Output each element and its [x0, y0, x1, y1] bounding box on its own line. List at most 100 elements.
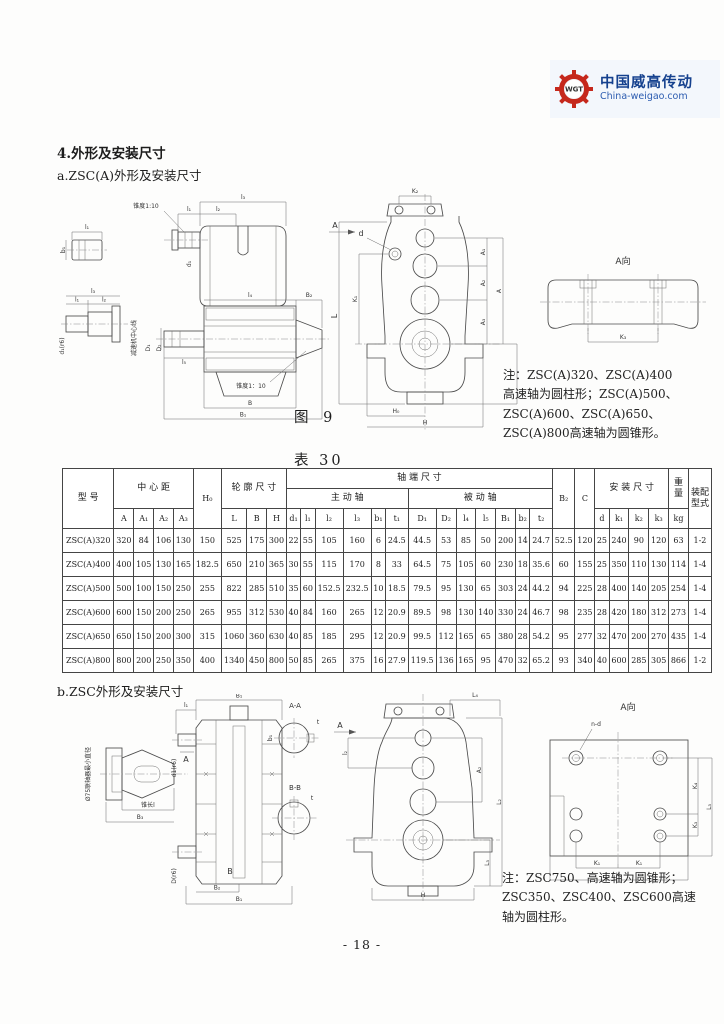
col-header-driven-shaft: 被 动 轴 [407, 488, 553, 509]
dim-C: C [510, 372, 517, 376]
value-cell: 1340 [220, 648, 248, 673]
axis-note: 减速机中心线 [130, 320, 138, 356]
dim-L3: L₃ [706, 804, 713, 810]
value-cell: 273 [668, 600, 689, 625]
dim-Dr6: D(r6) [171, 868, 178, 884]
value-cell: 130 [455, 576, 477, 601]
logo: WGT 中国威高传动 China-weigao.com [550, 60, 720, 118]
value-cell: 303 [495, 576, 517, 601]
value-cell: 44.5 [407, 528, 437, 553]
dim-H: H [421, 892, 426, 899]
value-cell: 40 [285, 600, 302, 625]
value-cell: 55 [300, 552, 316, 577]
value-cell: 44.2 [529, 576, 553, 601]
col-l1: l₁ [300, 508, 316, 529]
col-header-H0: H₀ [192, 468, 222, 529]
value-cell: 270 [648, 624, 670, 649]
col-header-model: 型 号 [61, 468, 115, 529]
value-cell: 340 [574, 648, 596, 673]
value-cell: 94 [551, 576, 576, 601]
value-cell: 800 [113, 648, 135, 673]
value-cell: 210 [246, 552, 268, 577]
value-cell: 1-4 [687, 624, 713, 649]
value-cell: 40 [594, 648, 610, 673]
value-cell: 230 [495, 552, 517, 577]
col-A1: A₁ [133, 508, 155, 529]
subsection-b-title: b.ZSC外形及安装尺寸 [57, 684, 184, 699]
col-b1: b₁ [370, 508, 387, 529]
value-cell: 65 [475, 576, 497, 601]
value-cell: 277 [574, 624, 596, 649]
value-cell: 90 [628, 528, 650, 553]
value-cell: 85 [455, 528, 477, 553]
dim-D2: D₂ [156, 344, 163, 352]
value-cell: 232.5 [342, 576, 372, 601]
value-cell: 175 [246, 528, 268, 553]
brand-url: China-weigao.com [600, 90, 688, 102]
value-cell: 360 [246, 624, 268, 649]
fig9-side-view-drawing: l₁ b₁ l₃ l₁ l₂ d₁(r6) 减速机中心线 d₁ l₃ l₁ l₂… [59, 194, 330, 420]
value-cell: 160 [342, 528, 372, 553]
value-cell: 205 [648, 576, 670, 601]
value-cell: 140 [628, 576, 650, 601]
value-cell: 250 [172, 576, 194, 601]
value-cell: 420 [608, 600, 630, 625]
value-cell: 33 [385, 552, 409, 577]
dim-B1: B₁ [236, 896, 243, 903]
view-arrow-A: A [337, 721, 343, 730]
value-cell: 98 [435, 600, 457, 625]
value-cell: 285 [246, 576, 268, 601]
value-cell: 150 [133, 600, 155, 625]
dim-B1: B₁ [240, 412, 247, 419]
value-cell: 600 [608, 648, 630, 673]
value-cell: 35.6 [529, 552, 553, 577]
value-cell: 200 [153, 600, 174, 625]
col-header-install: 安 装 尺 寸 [594, 468, 670, 509]
value-cell: 84 [300, 600, 316, 625]
value-cell: 1-4 [687, 552, 713, 577]
value-cell: 630 [266, 624, 287, 649]
value-cell: 136 [435, 648, 457, 673]
value-cell: 55 [300, 528, 316, 553]
dim-l2: l₂ [342, 750, 349, 755]
dim-A2: A₂ [480, 279, 487, 286]
dim-d1: d₁ [186, 260, 193, 267]
figb-coupling-drawing: Ø75联轴器最小直径 锥长l B₃ [84, 747, 188, 823]
value-cell: 85 [300, 624, 316, 649]
value-cell: 53 [435, 528, 457, 553]
view-title: A向 [620, 701, 635, 713]
value-cell: 470 [495, 648, 517, 673]
dim-b1: b₁ [267, 734, 274, 741]
value-cell: 400 [113, 552, 135, 577]
value-cell: 1060 [220, 624, 248, 649]
value-cell: 25 [594, 552, 610, 577]
model-cell: ZSC(A)320 [61, 528, 115, 553]
value-cell: 315 [192, 624, 222, 649]
value-cell: 60 [551, 552, 576, 577]
value-cell: 28 [515, 624, 531, 649]
dim-d1r6: d1(r6) [171, 759, 178, 778]
value-cell: 20.9 [385, 600, 409, 625]
value-cell: 140 [475, 600, 497, 625]
value-cell: 46.7 [529, 600, 553, 625]
dim-A2: A₂ [476, 766, 483, 773]
value-cell: 1-4 [687, 600, 713, 625]
value-cell: 89.5 [407, 600, 437, 625]
section-title: 4.外形及安装尺寸 [57, 146, 166, 162]
figb-a-view-drawing: A向 n-d K₄ K₃ L₃ K₁ K₁ K₂ [549, 701, 713, 881]
value-cell: 105 [133, 552, 155, 577]
col-A: A [113, 508, 135, 529]
value-cell: 30 [285, 552, 302, 577]
value-cell: 18.5 [385, 576, 409, 601]
dim-B: B [248, 400, 252, 407]
value-cell: 200 [628, 624, 650, 649]
value-cell: 375 [342, 648, 372, 673]
value-cell: 25 [594, 528, 610, 553]
col-L: L [220, 508, 248, 529]
dim-t: t [311, 795, 314, 802]
col-k1: k₁ [608, 508, 630, 529]
value-cell: 165 [455, 624, 477, 649]
